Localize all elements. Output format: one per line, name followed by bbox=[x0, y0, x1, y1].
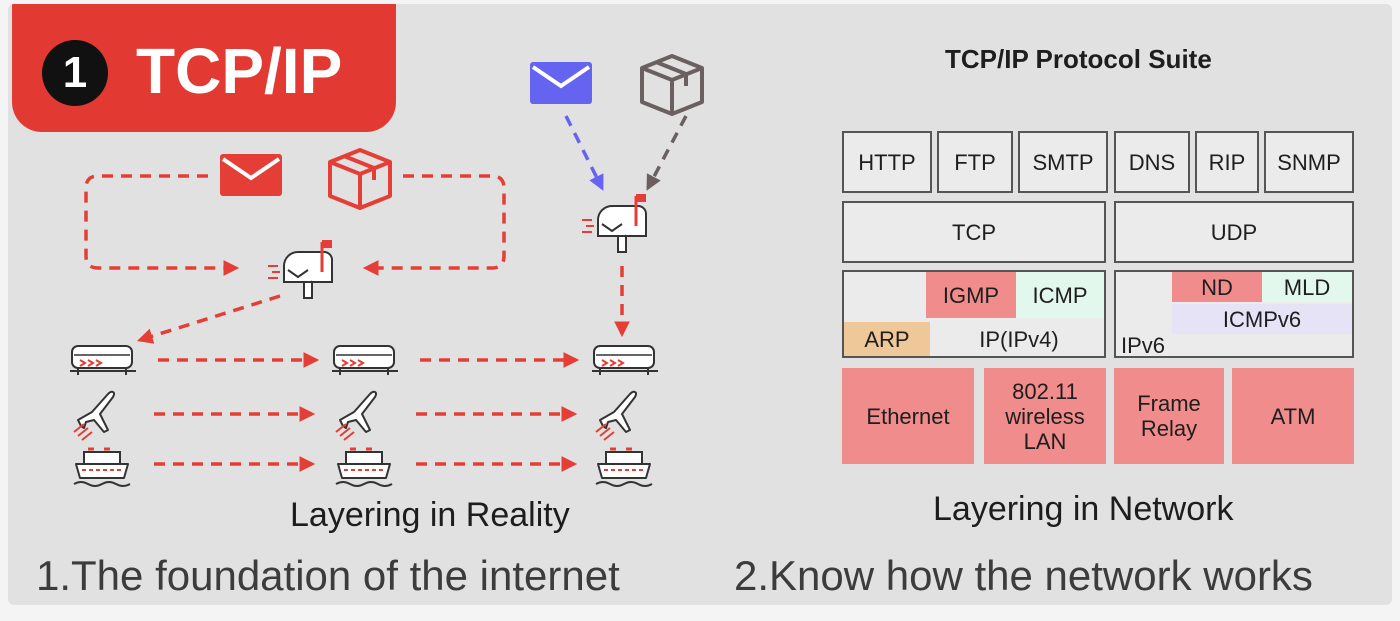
protocol-tcp: TCP bbox=[842, 201, 1106, 263]
badge-number: 1 bbox=[42, 40, 108, 106]
airplane-icon bbox=[73, 390, 116, 441]
section-badge: 1 TCP/IP bbox=[12, 4, 396, 132]
protocol-dns: DNS bbox=[1114, 131, 1190, 193]
train-icon bbox=[591, 345, 659, 376]
badge-title: TCP/IP bbox=[136, 35, 343, 107]
protocol-nd: ND bbox=[1172, 272, 1262, 302]
airplane-icon bbox=[595, 390, 638, 441]
ship-icon bbox=[72, 447, 132, 488]
diagram-canvas: 1 TCP/IP TCP/IP Protocol Suite HTTP FTP … bbox=[8, 4, 1392, 605]
mailbox-icon bbox=[580, 192, 648, 254]
protocol-http: HTTP bbox=[842, 131, 932, 193]
package-icon bbox=[640, 54, 704, 116]
protocol-snmp: SNMP bbox=[1264, 131, 1354, 193]
protocol-icmp: ICMP bbox=[1016, 272, 1104, 318]
protocol-ethernet: Ethernet bbox=[842, 368, 974, 464]
train-icon bbox=[69, 345, 137, 376]
envelope-icon bbox=[218, 152, 284, 198]
protocol-icmpv6: ICMPv6 bbox=[1172, 304, 1352, 334]
suite-title: TCP/IP Protocol Suite bbox=[945, 44, 1212, 74]
protocol-mld: MLD bbox=[1262, 272, 1352, 302]
protocol-ipv6: IPv6 bbox=[1120, 332, 1166, 358]
airplane-icon bbox=[335, 390, 378, 441]
network-caption: Layering in Network bbox=[933, 490, 1234, 528]
section-title-foundation: 1.The foundation of the internet bbox=[36, 552, 620, 599]
protocol-smtp: SMTP bbox=[1018, 131, 1108, 193]
reality-illustration bbox=[69, 54, 704, 488]
protocol-rip: RIP bbox=[1195, 131, 1259, 193]
package-icon bbox=[328, 148, 392, 210]
ship-icon bbox=[334, 447, 394, 488]
protocol-arp: ARP bbox=[844, 322, 930, 356]
protocol-udp: UDP bbox=[1114, 201, 1354, 263]
train-icon bbox=[331, 345, 399, 376]
protocol-ftp: FTP bbox=[937, 131, 1013, 193]
protocol-igmp: IGMP bbox=[926, 272, 1016, 318]
envelope-icon bbox=[528, 60, 594, 106]
mailbox-icon bbox=[266, 238, 334, 300]
section-title-network: 2.Know how the network works bbox=[734, 552, 1313, 599]
protocol-ipv4: IP(IPv4) bbox=[979, 326, 1059, 352]
protocol-atm: ATM bbox=[1232, 368, 1354, 464]
ship-icon bbox=[594, 447, 654, 488]
reality-caption: Layering in Reality bbox=[290, 496, 570, 534]
